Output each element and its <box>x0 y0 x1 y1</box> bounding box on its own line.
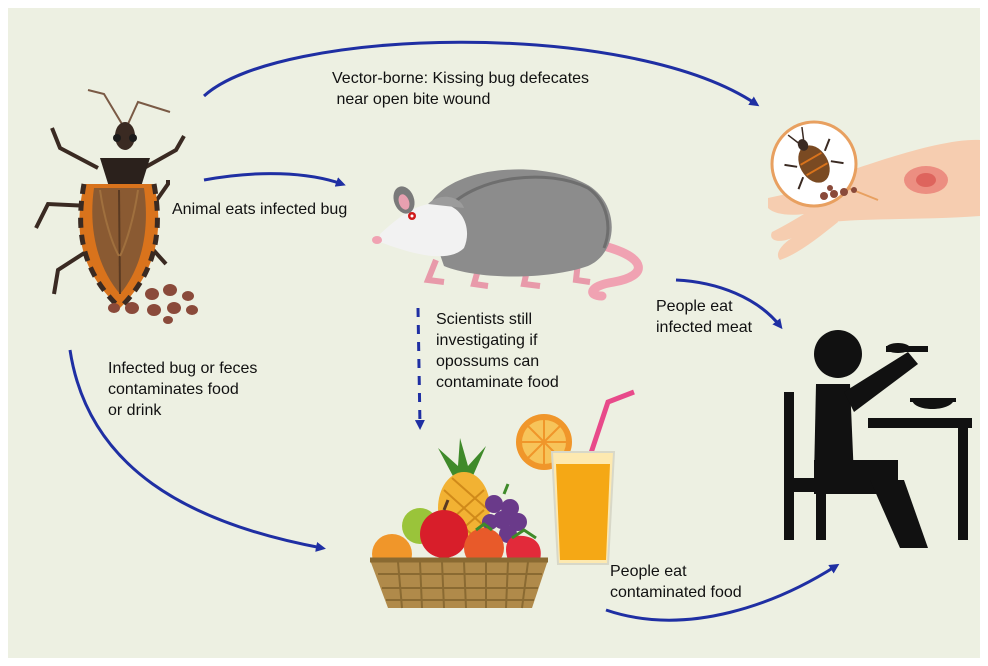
label-vector-borne: Vector-borne: Kissing bug defecates near… <box>332 68 589 110</box>
label-scientists-investigating: Scientists still investigating if opossu… <box>436 309 559 393</box>
label-people-eat-infected-meat: People eat infected meat <box>656 296 752 338</box>
arrow-opossum-to-food <box>418 308 420 426</box>
label-people-eat-contaminated-food: People eat contaminated food <box>610 561 742 603</box>
diagram-canvas: Vector-borne: Kissing bug defecates near… <box>8 8 980 658</box>
arrow-animal-eats-bug <box>204 174 342 184</box>
label-infected-bug-contaminates: Infected bug or feces contaminates food … <box>108 358 257 421</box>
label-animal-eats-bug: Animal eats infected bug <box>172 199 347 220</box>
